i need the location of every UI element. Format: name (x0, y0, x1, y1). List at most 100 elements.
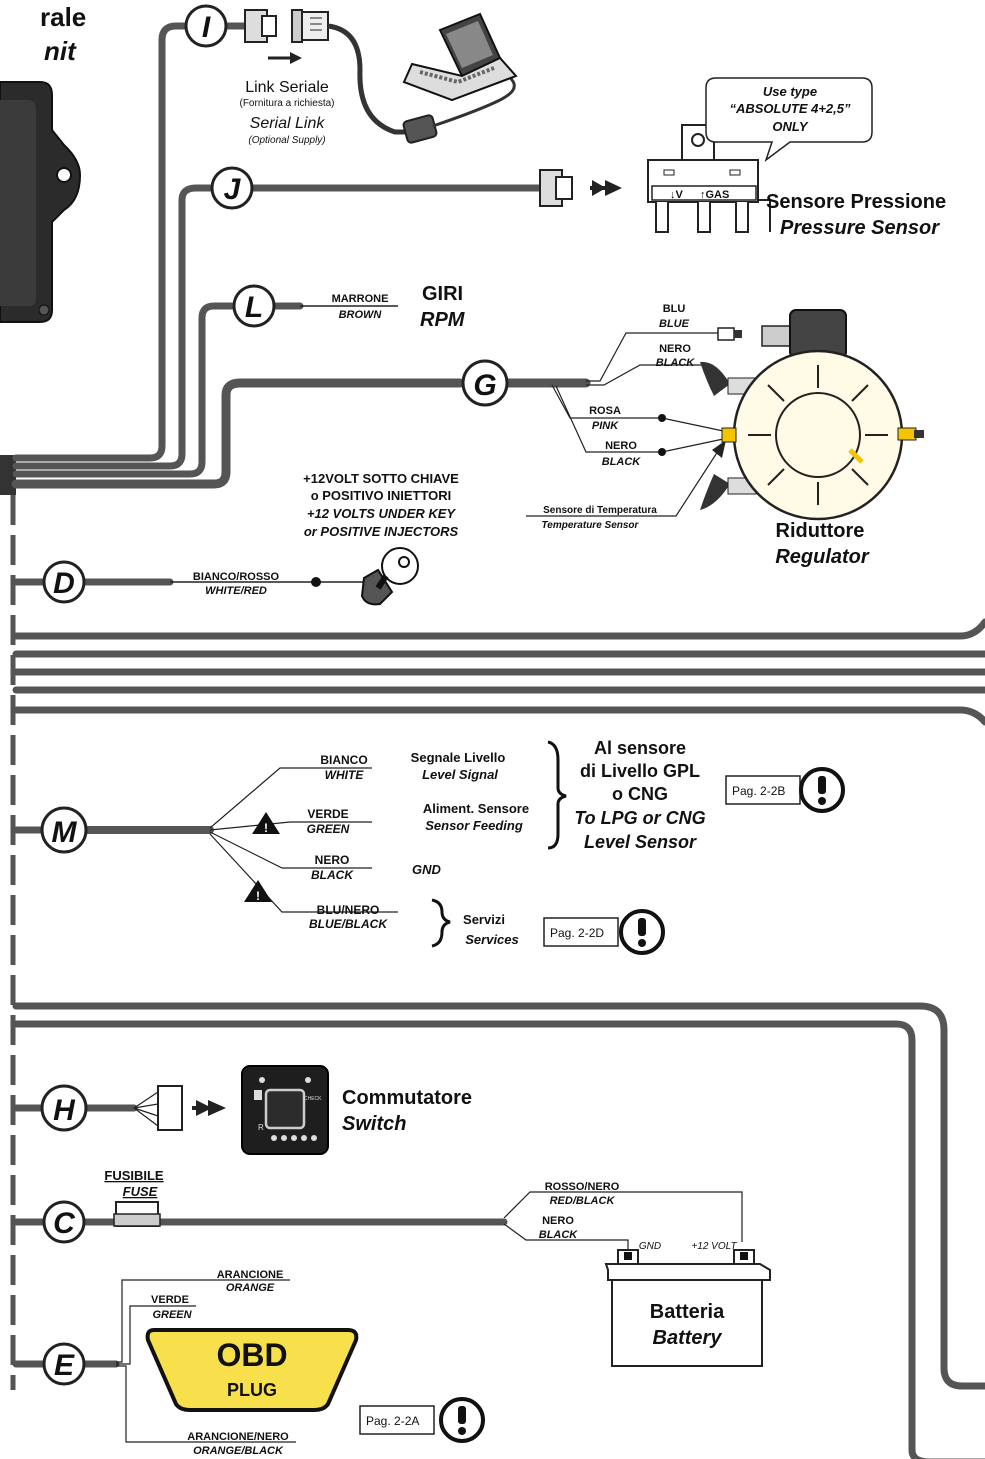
key-wire-it: BIANCO/ROSSO (193, 571, 280, 583)
obd-verde-it: VERDE (151, 1294, 189, 1306)
level-target4: To LPG or CNG (574, 808, 705, 828)
connector-E: E (12, 1279, 296, 1443)
level-target2: di Livello GPL (580, 761, 700, 781)
services-ref: Pag. 2-2D (550, 926, 604, 940)
connector-I: I (184, 4, 516, 144)
connector-H: H (12, 1084, 226, 1132)
warning-triangle-icon: ! (244, 880, 272, 903)
pressure-sensor (647, 124, 771, 233)
switch-it: Commutatore (342, 1087, 472, 1109)
connector-D-label: D (53, 567, 75, 600)
pressure-callout-line1: Use type (763, 84, 817, 99)
switch-device (241, 1065, 329, 1155)
svg-text:!: ! (264, 821, 268, 835)
connector-M-label: M (52, 816, 78, 849)
pressure-callout-line2: “ABSOLUTE 4+2,5” (729, 101, 851, 116)
battery-nero-it: NERO (542, 1215, 574, 1227)
warning-triangle-icon: ! (252, 812, 280, 835)
lower-wire-bundle (12, 1002, 985, 1459)
page-ref-2b (725, 767, 845, 813)
reg-blu-it: BLU (663, 303, 686, 315)
serial-link-it-note: (Fornitura a richiesta) (239, 98, 334, 109)
connector-M: M (12, 767, 398, 913)
battery-nero-en: BLACK (539, 1229, 579, 1241)
ecu-unit (0, 81, 82, 323)
battery-rn-it: ROSSO/NERO (545, 1181, 620, 1193)
reg-blu-en: BLUE (659, 318, 690, 330)
connector-J: J (210, 166, 622, 210)
services-brace (431, 898, 451, 948)
reg-nero2-it: NERO (605, 440, 637, 452)
obd-an-it: ARANCIONE/NERO (187, 1431, 289, 1443)
ecu-title-en: nit (44, 36, 77, 66)
battery-rn-en: RED/BLACK (550, 1195, 616, 1207)
key-wire-en: WHITE/RED (205, 585, 267, 597)
connector-L-label: L (245, 291, 263, 324)
services-it: Servizi (463, 912, 505, 927)
level-bianco-en: WHITE (325, 768, 365, 782)
connector-D: D (12, 560, 366, 604)
rpm-wire-en: BROWN (339, 309, 383, 321)
level-gnd: GND (412, 862, 442, 877)
battery-it: Batteria (650, 1301, 725, 1323)
reg-nero2-en: BLACK (602, 456, 642, 468)
connector-G-label: G (473, 369, 496, 402)
horizontal-wire-bundle (12, 618, 985, 726)
connector-C-label: C (53, 1207, 76, 1240)
obd-an-en: ORANGE/BLACK (193, 1445, 284, 1457)
rpm-en: RPM (420, 309, 466, 331)
level-verde-en: GREEN (307, 822, 350, 836)
level-ref: Pag. 2-2B (732, 784, 785, 798)
obd-ref: Pag. 2-2A (366, 1414, 419, 1428)
fuse-en: FUSE (123, 1184, 158, 1199)
obd-verde-en: GREEN (152, 1309, 192, 1321)
switch-check: CHECK (304, 1096, 322, 1102)
pressure-sensor-it: Sensore Pressione (766, 191, 946, 213)
connector-E-label: E (54, 1349, 75, 1382)
obd-plug (145, 1328, 359, 1412)
main-harness (0, 455, 16, 1390)
page-ref-2d (543, 909, 665, 955)
fuse-it: FUSIBILE (104, 1168, 164, 1183)
level-blunero-it: BLU/NERO (317, 903, 380, 917)
level-signal-en: Level Signal (422, 767, 498, 782)
obd-arancione-it: ARANCIONE (217, 1269, 284, 1281)
level-feed-en: Sensor Feeding (425, 818, 523, 833)
level-feed-it: Aliment. Sensore (423, 801, 529, 816)
key-line2: o POSITIVO INIETTORI (311, 488, 452, 503)
pressure-callout-line3: ONLY (772, 119, 808, 134)
reg-nero-en: BLACK (656, 357, 696, 369)
level-target1: Al sensore (594, 738, 686, 758)
reg-temp-it: Sensore di Temperatura (543, 505, 657, 516)
level-blunero-en: BLUE/BLACK (309, 917, 388, 931)
level-verde-it: VERDE (307, 807, 348, 821)
laptop-icon (402, 12, 518, 102)
serial-link-en-note: (Optional Supply) (248, 135, 325, 146)
page-ref-2a (359, 1397, 485, 1443)
level-target3: o CNG (612, 784, 668, 804)
regulator-it: Riduttore (776, 520, 865, 542)
upper-wire-bundle (11, 22, 465, 489)
reg-rosa-en: PINK (592, 420, 619, 432)
connector-I-label: I (202, 11, 211, 44)
connector-C: C (12, 1191, 743, 1250)
key-line4: or POSITIVE INJECTORS (304, 524, 459, 539)
connector-L: L (232, 284, 398, 328)
level-nero-en: BLACK (311, 868, 354, 882)
level-signal-it: Segnale Livello (411, 750, 506, 765)
level-target5: Level Sensor (584, 832, 697, 852)
regulator-en: Regulator (775, 546, 870, 568)
reg-rosa-it: ROSA (589, 405, 621, 417)
connector-H-label: H (53, 1094, 76, 1127)
obd-line1: OBD (216, 1337, 287, 1373)
obd-arancione-en: ORANGE (226, 1282, 275, 1294)
ecu-title-it: rale (40, 2, 86, 32)
pressure-port-v: ↓V (670, 189, 684, 201)
pressure-callout (705, 77, 873, 163)
switch-r: R (258, 1123, 264, 1132)
battery (604, 1249, 771, 1367)
level-brace (547, 740, 567, 850)
reg-temp-en: Temperature Sensor (542, 520, 640, 531)
connector-G: G (461, 332, 729, 517)
